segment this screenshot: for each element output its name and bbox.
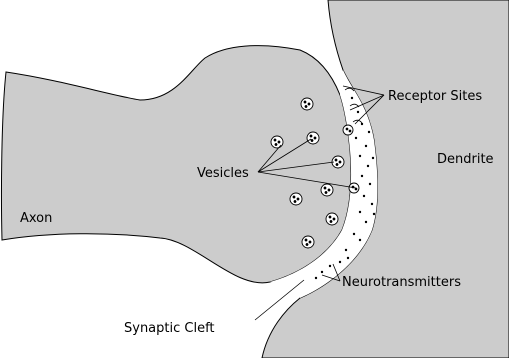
vesicle <box>271 136 283 148</box>
vesicle <box>321 184 333 196</box>
vesicle <box>326 213 338 225</box>
label-vesicles: Vesicles <box>197 166 249 181</box>
vesicle <box>301 98 313 110</box>
label-axon: Axon <box>20 211 52 226</box>
axon-terminal-shape <box>1 46 351 283</box>
label-neurotransmitters: Neurotransmitters <box>342 275 461 290</box>
label-receptor-sites: Receptor Sites <box>388 89 482 104</box>
label-dendrite: Dendrite <box>437 152 494 167</box>
vesicle <box>290 193 302 205</box>
vesicle <box>302 236 314 248</box>
label-synaptic-cleft: Synaptic Cleft <box>124 321 215 336</box>
vesicle <box>307 132 319 144</box>
vesicle <box>343 125 353 135</box>
